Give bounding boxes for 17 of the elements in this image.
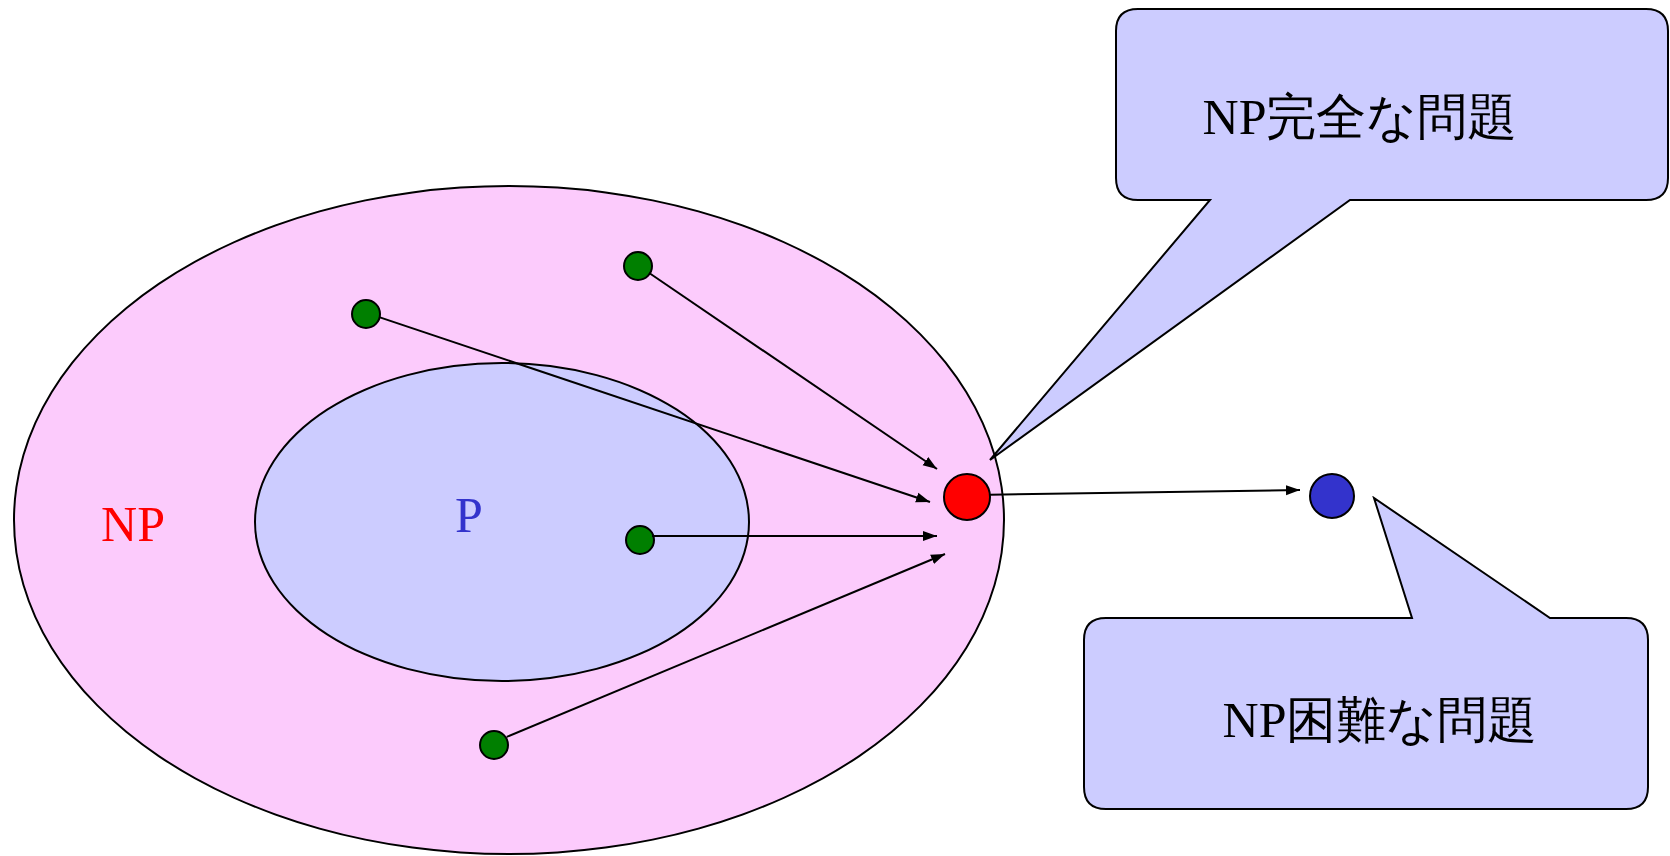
callout-text: NP困難な問題 [1222, 695, 1538, 745]
arrow [989, 485, 1301, 496]
arrow [648, 272, 938, 470]
arrow [505, 553, 946, 738]
set-label: NP [101, 499, 165, 549]
speech-bubble [988, 7, 1670, 462]
dot [625, 525, 655, 555]
set-label: P [455, 490, 483, 540]
dot [943, 473, 991, 521]
arrow [651, 531, 938, 541]
dot [1309, 473, 1355, 519]
dot [351, 299, 381, 329]
arrow [378, 316, 931, 503]
callout-text: NP完全な問題 [1202, 92, 1518, 142]
dot [479, 730, 509, 760]
dot [623, 251, 653, 281]
speech-bubble [1082, 496, 1650, 811]
